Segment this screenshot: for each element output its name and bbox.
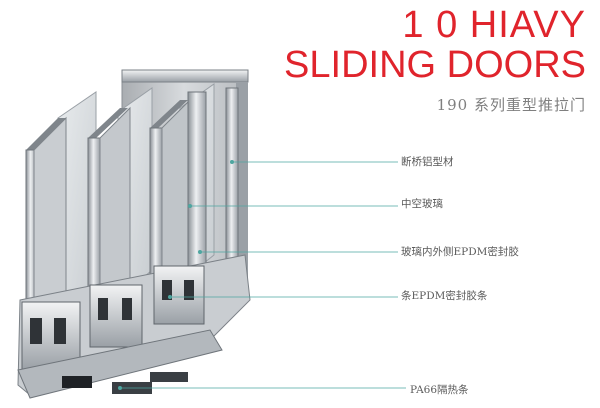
title-line-2: SLIDING DOORS	[284, 44, 586, 86]
leader-dot-profile	[229, 159, 234, 164]
leader-dot-glass	[187, 203, 192, 208]
title-line-1: 1 0 HIAVY	[402, 4, 586, 46]
leader-dot-epdm-strip	[167, 294, 172, 299]
bottom-track-section	[17, 254, 251, 399]
leader-dot-pa66	[118, 385, 123, 390]
callout-insulated-glass: 中空玻璃	[401, 198, 443, 210]
leader-dot-epdm-glass	[197, 249, 202, 254]
callout-thermal-break-profile: 断桥铝型材	[401, 156, 454, 168]
callout-glass-epdm-sealant: 玻璃内外侧EPDM密封胶	[401, 246, 519, 258]
callout-epdm-seal-strip: 条EPDM密封胶条	[401, 290, 488, 302]
callout-pa66-insulation-strip: PA66隔热条	[410, 384, 469, 396]
subtitle: 190 系列重型推拉门	[436, 96, 586, 114]
leader-lines	[118, 159, 406, 390]
